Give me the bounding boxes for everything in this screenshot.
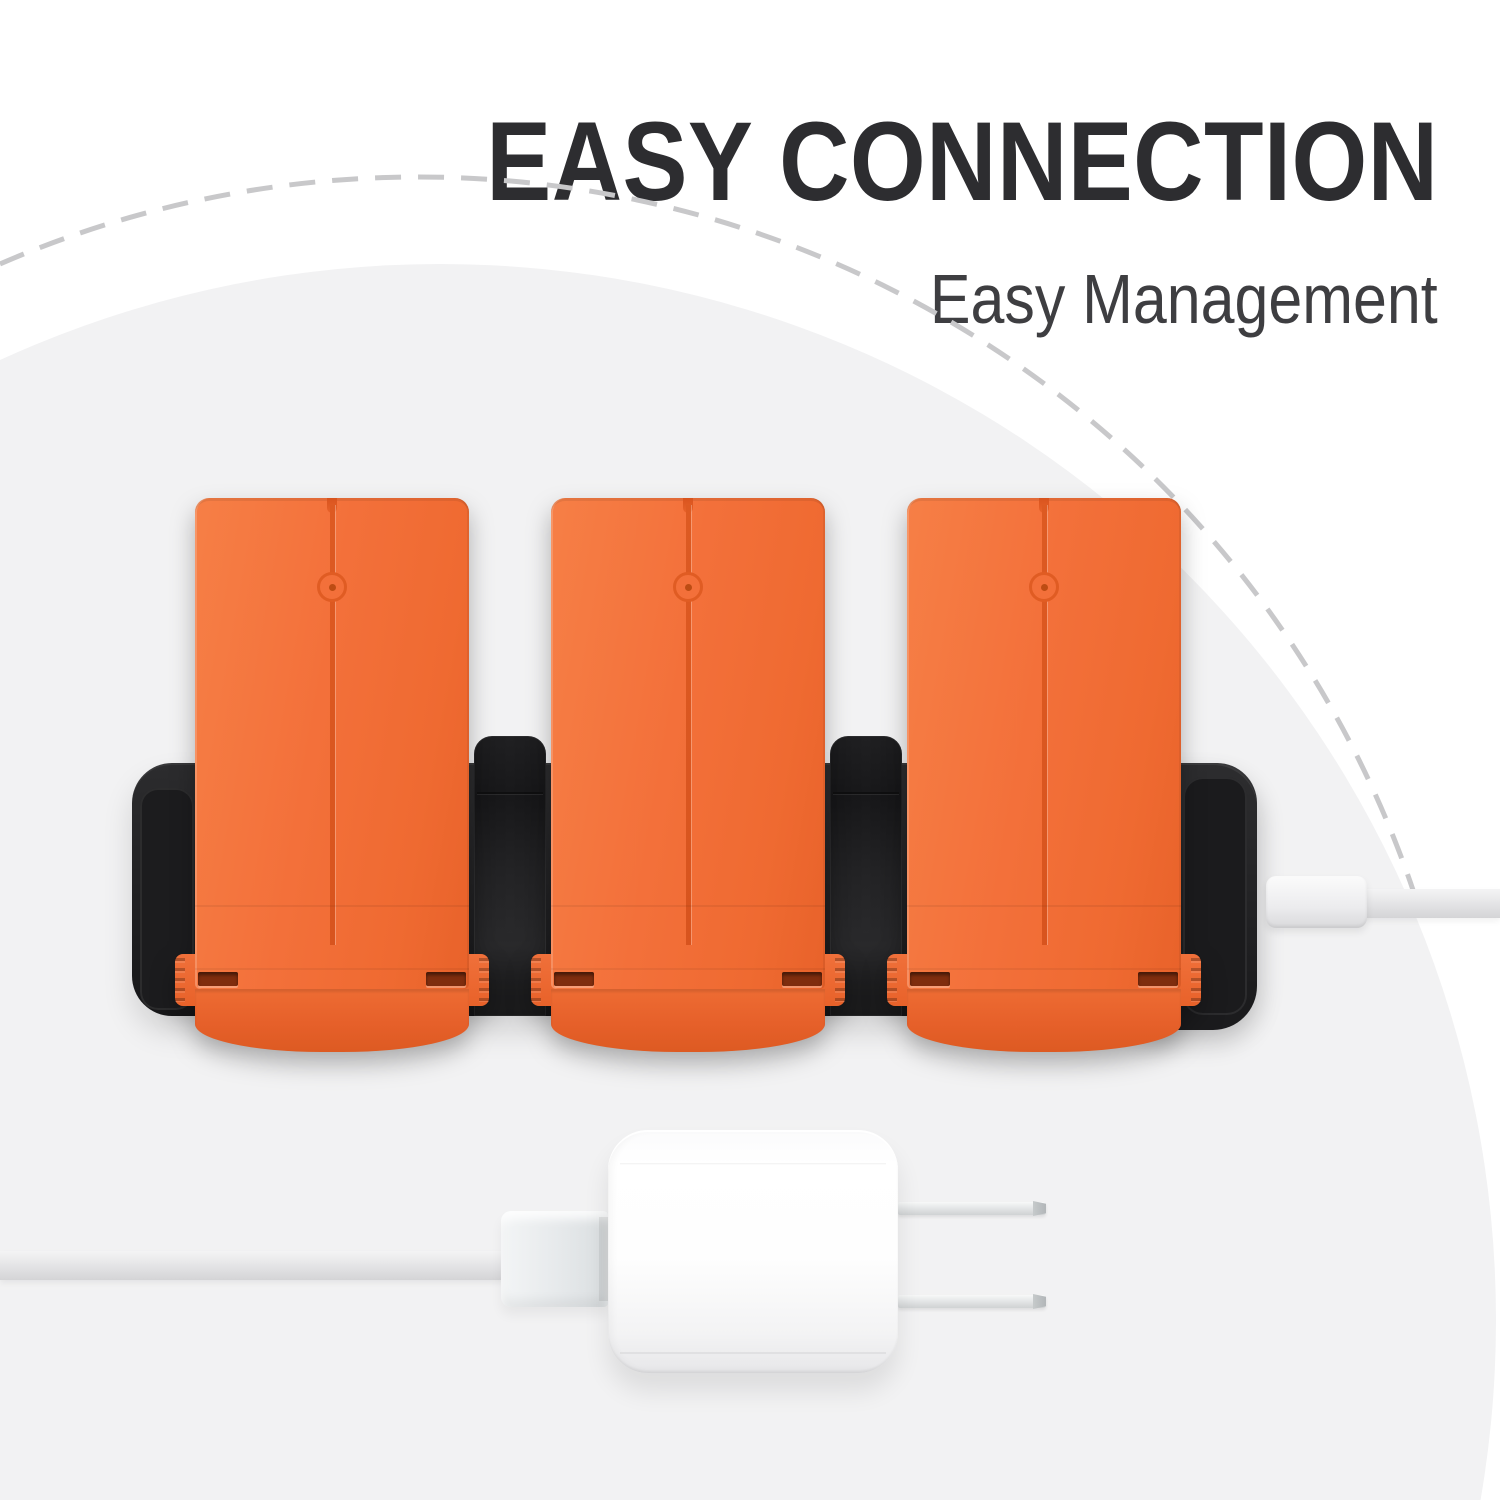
charger-seam [619, 1352, 887, 1354]
battery-skirt [907, 989, 1181, 1052]
battery-body [907, 498, 1181, 989]
drone-battery-1 [175, 498, 489, 1052]
battery-slot-notch [554, 972, 594, 986]
charger-cable [0, 1251, 505, 1280]
charger-prong-bottom [898, 1295, 1046, 1308]
battery-groove [330, 505, 335, 945]
battery-slot-notch [426, 972, 466, 986]
usb-c-cable [1363, 889, 1500, 918]
usb-a-connector [501, 1211, 608, 1307]
page-subtitle: Easy Management [930, 260, 1438, 338]
battery-body [551, 498, 825, 989]
battery-groove [686, 505, 691, 945]
battery-body [195, 498, 469, 989]
battery-seam [195, 968, 469, 970]
charger-prong-top [898, 1202, 1046, 1215]
battery-ring [1029, 572, 1059, 602]
page-title: EASY CONNECTION [485, 99, 1438, 224]
usb-c-plug [1266, 876, 1367, 928]
drone-battery-3 [887, 498, 1201, 1052]
battery-slot-notch [198, 972, 238, 986]
usb-wall-charger [608, 1130, 898, 1373]
battery-seam [195, 905, 469, 907]
battery-ring [673, 572, 703, 602]
battery-slot-notch [1138, 972, 1178, 986]
battery-ring [317, 572, 347, 602]
battery-seam [551, 968, 825, 970]
battery-groove [1042, 505, 1047, 945]
battery-skirt [551, 989, 825, 1052]
battery-seam [551, 905, 825, 907]
battery-slot-notch [782, 972, 822, 986]
battery-seam [907, 968, 1181, 970]
dashed-arc [0, 174, 1416, 891]
battery-skirt [195, 989, 469, 1052]
battery-seam [907, 905, 1181, 907]
drone-battery-2 [531, 498, 845, 1052]
battery-slot-notch [910, 972, 950, 986]
charger-seam [619, 1163, 887, 1165]
